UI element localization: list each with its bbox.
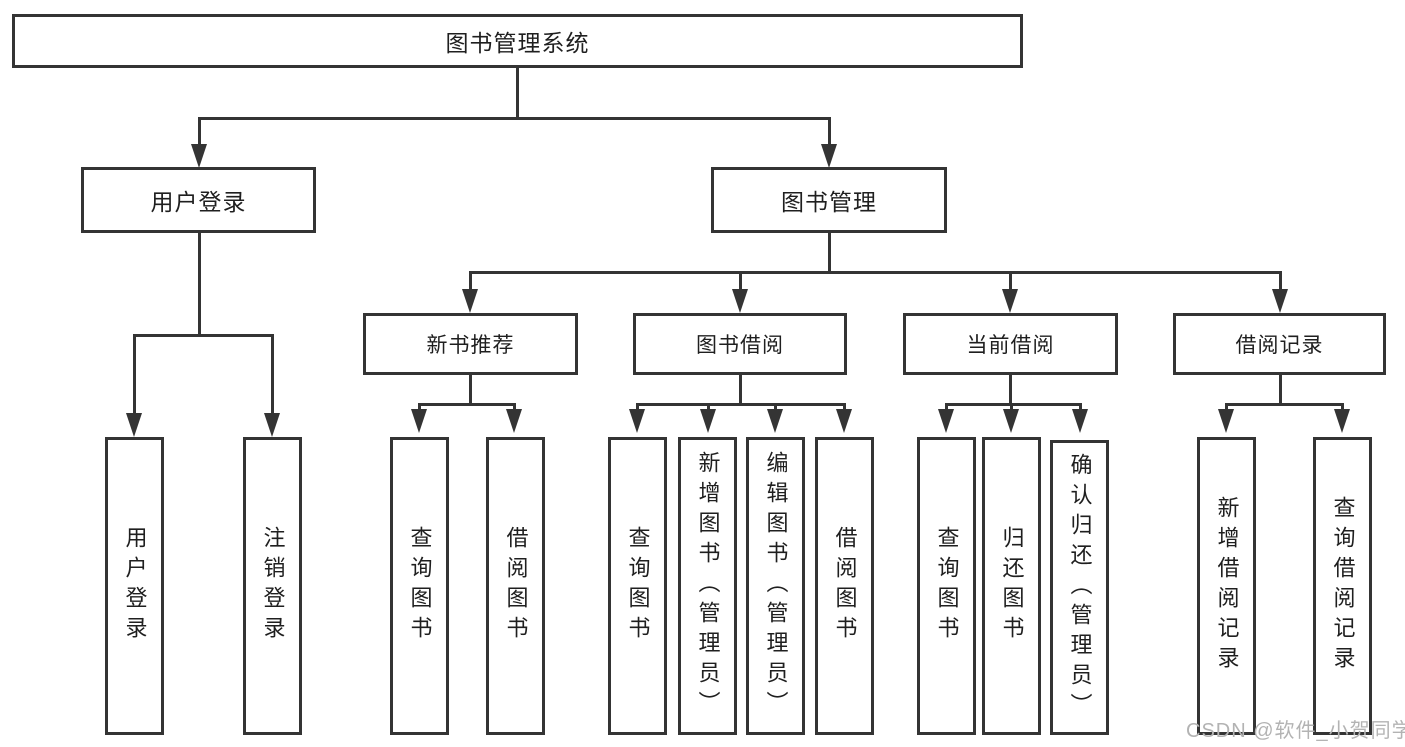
- connector-line: [739, 375, 742, 406]
- connector-line: [418, 403, 516, 406]
- connector-arrowhead: [700, 409, 716, 433]
- connector-arrowhead: [732, 289, 748, 313]
- connector-line: [636, 403, 846, 406]
- connector-arrowhead: [1002, 289, 1018, 313]
- leaf-return-books: 归还图书: [982, 437, 1041, 735]
- connector-line: [516, 68, 519, 119]
- watermark: CSDN @软件_小贺同学: [1186, 720, 1405, 742]
- connector-arrowhead: [1334, 409, 1350, 433]
- connector-line: [739, 272, 742, 291]
- connector-arrowhead: [938, 409, 954, 433]
- connector-line: [469, 272, 472, 291]
- leaf-borrow-books-borrow: 借阅图书: [815, 437, 874, 735]
- leaf-add-books-admin: 新增图书（管理员）: [678, 437, 737, 735]
- connector-line: [1009, 272, 1012, 291]
- connector-arrowhead: [629, 409, 645, 433]
- connector-line: [198, 118, 201, 146]
- leaf-query-books-newbook: 查询图书: [390, 437, 449, 735]
- connector-line: [828, 118, 831, 146]
- connector-arrowhead: [506, 409, 522, 433]
- connector-arrowhead: [767, 409, 783, 433]
- connector-line: [1279, 375, 1282, 406]
- connector-line: [469, 375, 472, 406]
- leaf-add-borrow-record: 新增借阅记录: [1197, 437, 1256, 735]
- leaf-edit-books-admin: 编辑图书（管理员）: [746, 437, 805, 735]
- leaf-query-books-borrow: 查询图书: [608, 437, 667, 735]
- connector-arrowhead: [821, 144, 837, 168]
- node-root: 图书管理系统: [12, 14, 1023, 68]
- connector-line: [1009, 375, 1012, 406]
- leaf-borrow-books-newbook: 借阅图书: [486, 437, 545, 735]
- leaf-user-login: 用户登录: [105, 437, 164, 735]
- connector-arrowhead: [264, 413, 280, 437]
- connector-arrowhead: [411, 409, 427, 433]
- connector-line: [1279, 272, 1282, 291]
- connector-line: [198, 233, 201, 337]
- connector-line: [133, 334, 274, 337]
- leaf-logout: 注销登录: [243, 437, 302, 735]
- node-book-management: 图书管理: [711, 167, 947, 233]
- node-borrowing-records: 借阅记录: [1173, 313, 1386, 375]
- connector-line: [1225, 403, 1344, 406]
- leaf-query-books-current: 查询图书: [917, 437, 976, 735]
- connector-arrowhead: [1272, 289, 1288, 313]
- node-book-borrowing: 图书借阅: [633, 313, 847, 375]
- node-current-borrowing: 当前借阅: [903, 313, 1118, 375]
- connector-line: [469, 271, 1282, 274]
- connector-line: [945, 403, 1082, 406]
- connector-arrowhead: [1072, 409, 1088, 433]
- connector-arrowhead: [191, 144, 207, 168]
- connector-arrowhead: [1003, 409, 1019, 433]
- connector-arrowhead: [462, 289, 478, 313]
- connector-line: [198, 117, 831, 120]
- leaf-query-borrow-record: 查询借阅记录: [1313, 437, 1372, 735]
- connector-line: [271, 336, 274, 415]
- connector-arrowhead: [1218, 409, 1234, 433]
- connector-arrowhead: [126, 413, 142, 437]
- node-new-book-recommend: 新书推荐: [363, 313, 578, 375]
- connector-arrowhead: [836, 409, 852, 433]
- leaf-confirm-return-admin: 确认归还（管理员）: [1050, 440, 1109, 735]
- connector-line: [828, 233, 831, 274]
- connector-line: [133, 336, 136, 415]
- node-user-login: 用户登录: [81, 167, 316, 233]
